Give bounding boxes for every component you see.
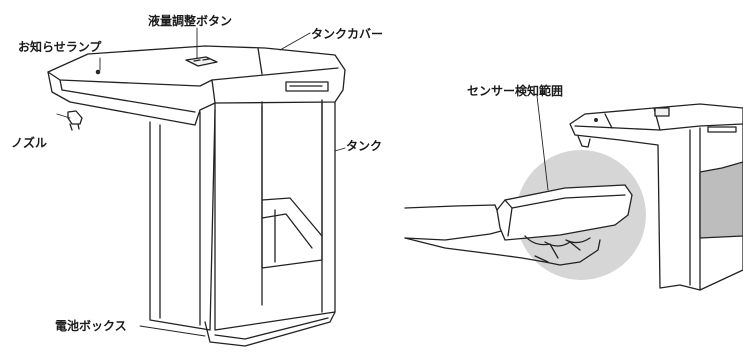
dispenser-tank-body bbox=[214, 101, 336, 331]
label-nozzle: ノズル bbox=[11, 136, 48, 150]
soap-bar bbox=[496, 184, 633, 241]
label-volume-button: 液量調整ボタン bbox=[148, 14, 233, 28]
label-indicator-lamp: お知らせランプ bbox=[18, 40, 102, 54]
nozzle bbox=[67, 110, 83, 125]
label-sensor-range: センサー検知範囲 bbox=[467, 84, 564, 98]
indicator-lamp bbox=[95, 69, 101, 75]
small-button bbox=[654, 107, 670, 117]
leader-lines-right bbox=[536, 95, 549, 191]
usage-illustration bbox=[404, 103, 743, 291]
hand-arm bbox=[404, 204, 506, 241]
label-tank-cover: タンクカバー bbox=[311, 27, 384, 41]
small-tank-liquid bbox=[699, 161, 743, 239]
battery-box bbox=[204, 311, 336, 347]
label-tank: タンク bbox=[346, 139, 383, 153]
dispenser-column bbox=[149, 109, 216, 331]
leader-lines-left bbox=[56, 27, 346, 337]
label-battery-box: 電池ボックス bbox=[55, 319, 127, 333]
dispenser-main bbox=[47, 45, 346, 347]
